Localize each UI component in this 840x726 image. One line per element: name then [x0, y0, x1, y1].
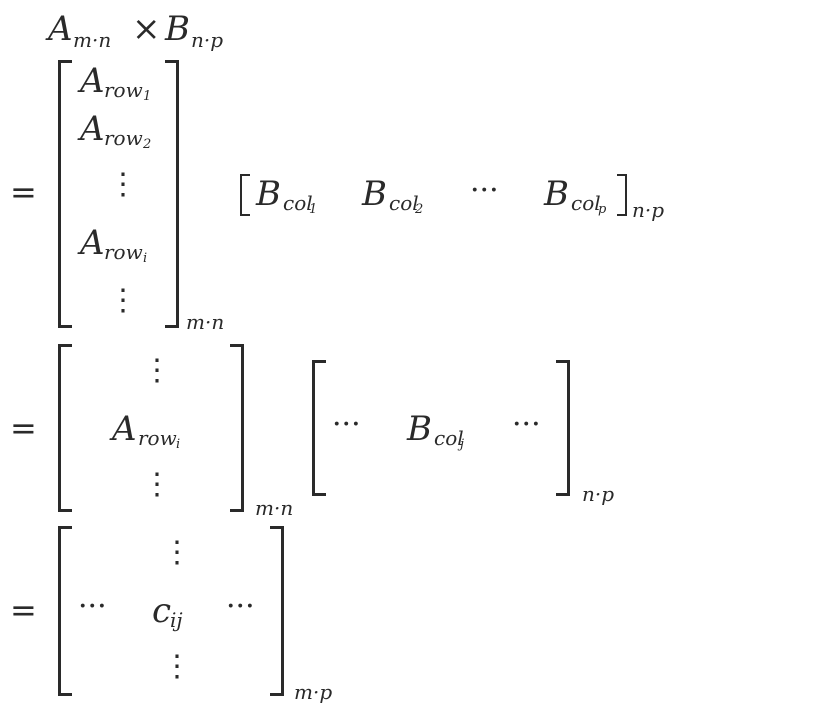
b-col-j-base: B [407, 409, 432, 449]
a-vdots-lower: ⋮ [108, 283, 138, 318]
row-vdots-lower: ⋮ [142, 467, 172, 502]
right-bracket-c [270, 526, 284, 696]
c-entry-base: c [152, 591, 172, 631]
c-dim-label: m·p [294, 680, 333, 704]
col-cdots-right: ··· [512, 407, 541, 442]
b-col2-index: 2 [415, 202, 424, 217]
b-col2-base: B [362, 174, 387, 214]
b-col1-sub: col [283, 191, 313, 215]
right-bracket-col [556, 360, 570, 496]
b-colp-sub: col [571, 191, 601, 215]
row-vdots-upper: ⋮ [142, 353, 172, 388]
c-cdots-left: ··· [78, 589, 107, 624]
a-row-i-index: i [176, 437, 181, 452]
equals-sign-1: = [10, 173, 37, 211]
a-rowi-index: i [143, 251, 148, 266]
times-operator: × [132, 9, 161, 49]
col-cdots-left: ··· [332, 407, 361, 442]
equals-sign-3: = [10, 591, 37, 629]
b-row-cdots: ··· [470, 173, 499, 208]
b-colp-index: p [598, 202, 607, 217]
c-entry-index: ij [170, 608, 183, 632]
b-col1-base: B [256, 174, 281, 214]
left-bracket-b [240, 174, 250, 216]
a-row1-index: 1 [143, 89, 152, 104]
equals-sign-2: = [10, 409, 37, 447]
b-col2-sub: col [389, 191, 419, 215]
a-row2-sub: row [104, 126, 143, 150]
a-dim-label: m·n [186, 310, 225, 334]
a-row1-base: A [80, 61, 105, 101]
left-bracket-row [58, 344, 72, 512]
a-rowi-sub: row [104, 240, 143, 264]
matrix-a-symbol: A [48, 9, 73, 49]
a-row2-index: 2 [143, 137, 152, 152]
a-vdots-upper: ⋮ [108, 167, 138, 202]
right-bracket-a [165, 60, 179, 328]
a-row-i-sub: row [138, 426, 177, 450]
right-bracket-b [617, 174, 627, 216]
right-bracket-row [230, 344, 244, 512]
a-row2-base: A [80, 109, 105, 149]
col-dim-label: n·p [582, 482, 615, 506]
a-row1-sub: row [104, 78, 143, 102]
a-rowi-base: A [80, 223, 105, 263]
b-col-j-index: j [460, 437, 465, 452]
b-col-j-sub: col [434, 426, 464, 450]
a-row-i-base: A [112, 409, 137, 449]
b-colp-base: B [544, 174, 569, 214]
left-bracket-c [58, 526, 72, 696]
matrix-b-dim: n·p [191, 28, 224, 52]
b-dim-label: n·p [632, 198, 665, 222]
c-vdots-lower: ⋮ [162, 649, 192, 684]
c-cdots-right: ··· [226, 589, 255, 624]
c-vdots-upper: ⋮ [162, 535, 192, 570]
left-bracket-col [312, 360, 326, 496]
matrix-a-dim: m·n [73, 28, 112, 52]
matrix-b-symbol: B [165, 9, 190, 49]
b-col1-index: 1 [309, 202, 318, 217]
left-bracket-a [58, 60, 72, 328]
row-dim-label: m·n [255, 496, 294, 520]
